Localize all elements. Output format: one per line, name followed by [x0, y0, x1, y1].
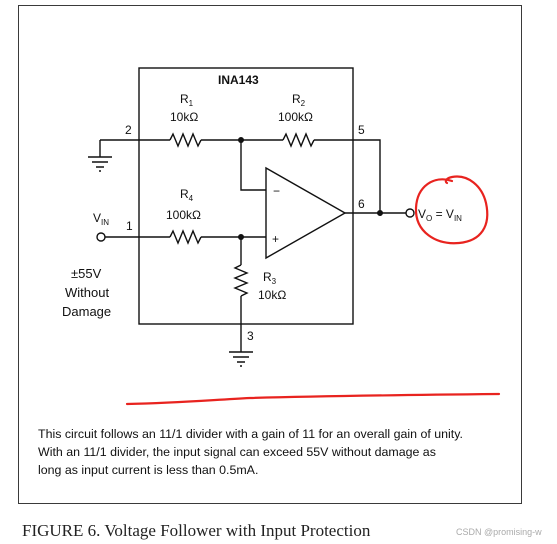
r1-value: 10kΩ	[170, 110, 198, 124]
protection-voltage: ±55V	[71, 266, 102, 281]
minus-input-wire	[240, 140, 266, 191]
pin-6-label: 6	[358, 197, 365, 211]
pin-2-label: 2	[125, 123, 132, 137]
protection-damage: Damage	[62, 304, 111, 319]
output-terminal	[405, 208, 415, 218]
junction-dot	[238, 234, 244, 240]
annotation-underline	[125, 392, 501, 406]
r3-value: 10kΩ	[258, 288, 286, 302]
figure-description: This circuit follows an 11/1 divider wit…	[38, 425, 516, 479]
description-line: With an 11/1 divider, the input signal c…	[38, 445, 436, 459]
chip-outline	[138, 67, 354, 325]
junction-dot	[238, 137, 244, 143]
description-line: long as input current is less than 0.5mA…	[38, 463, 259, 477]
circuit-diagram: INA143 R1 10kΩ R2 100kΩ R4 100kΩ R3 10kΩ…	[62, 67, 501, 406]
pin-5-label: 5	[358, 123, 365, 137]
pin-1-label: 1	[126, 219, 133, 233]
protection-without: Without	[65, 285, 109, 300]
opamp-plus-label: +	[272, 232, 279, 246]
opamp-triangle	[265, 166, 347, 260]
description-line: This circuit follows an 11/1 divider wit…	[38, 427, 463, 441]
annotation-circle	[414, 175, 489, 245]
junction-dot	[377, 210, 383, 216]
r3-resistor	[233, 264, 249, 297]
watermark: CSDN @promising-w	[456, 527, 542, 537]
r4-resistor	[169, 229, 202, 245]
opamp-minus-label: −	[273, 184, 280, 198]
feedback-wire	[314, 139, 381, 213]
r1-resistor	[169, 132, 202, 148]
figure-frame	[18, 5, 522, 504]
ground-icon-bottom	[229, 351, 253, 367]
r2-resistor	[282, 132, 315, 148]
ground-icon-left	[88, 156, 112, 172]
r4-label: R4	[180, 187, 194, 203]
input-terminal	[96, 232, 106, 242]
chip-name: INA143	[218, 73, 259, 87]
r4-value: 100kΩ	[166, 208, 201, 222]
pin-3-label: 3	[247, 329, 254, 343]
r2-value: 100kΩ	[278, 110, 313, 124]
r3-label: R3	[263, 270, 277, 286]
figure-caption: FIGURE 6. Voltage Follower with Input Pr…	[22, 521, 371, 540]
r2-label: R2	[292, 92, 306, 108]
vin-label: VIN	[93, 211, 109, 227]
output-equation: VO = VIN	[418, 207, 462, 223]
r1-label: R1	[180, 92, 194, 108]
